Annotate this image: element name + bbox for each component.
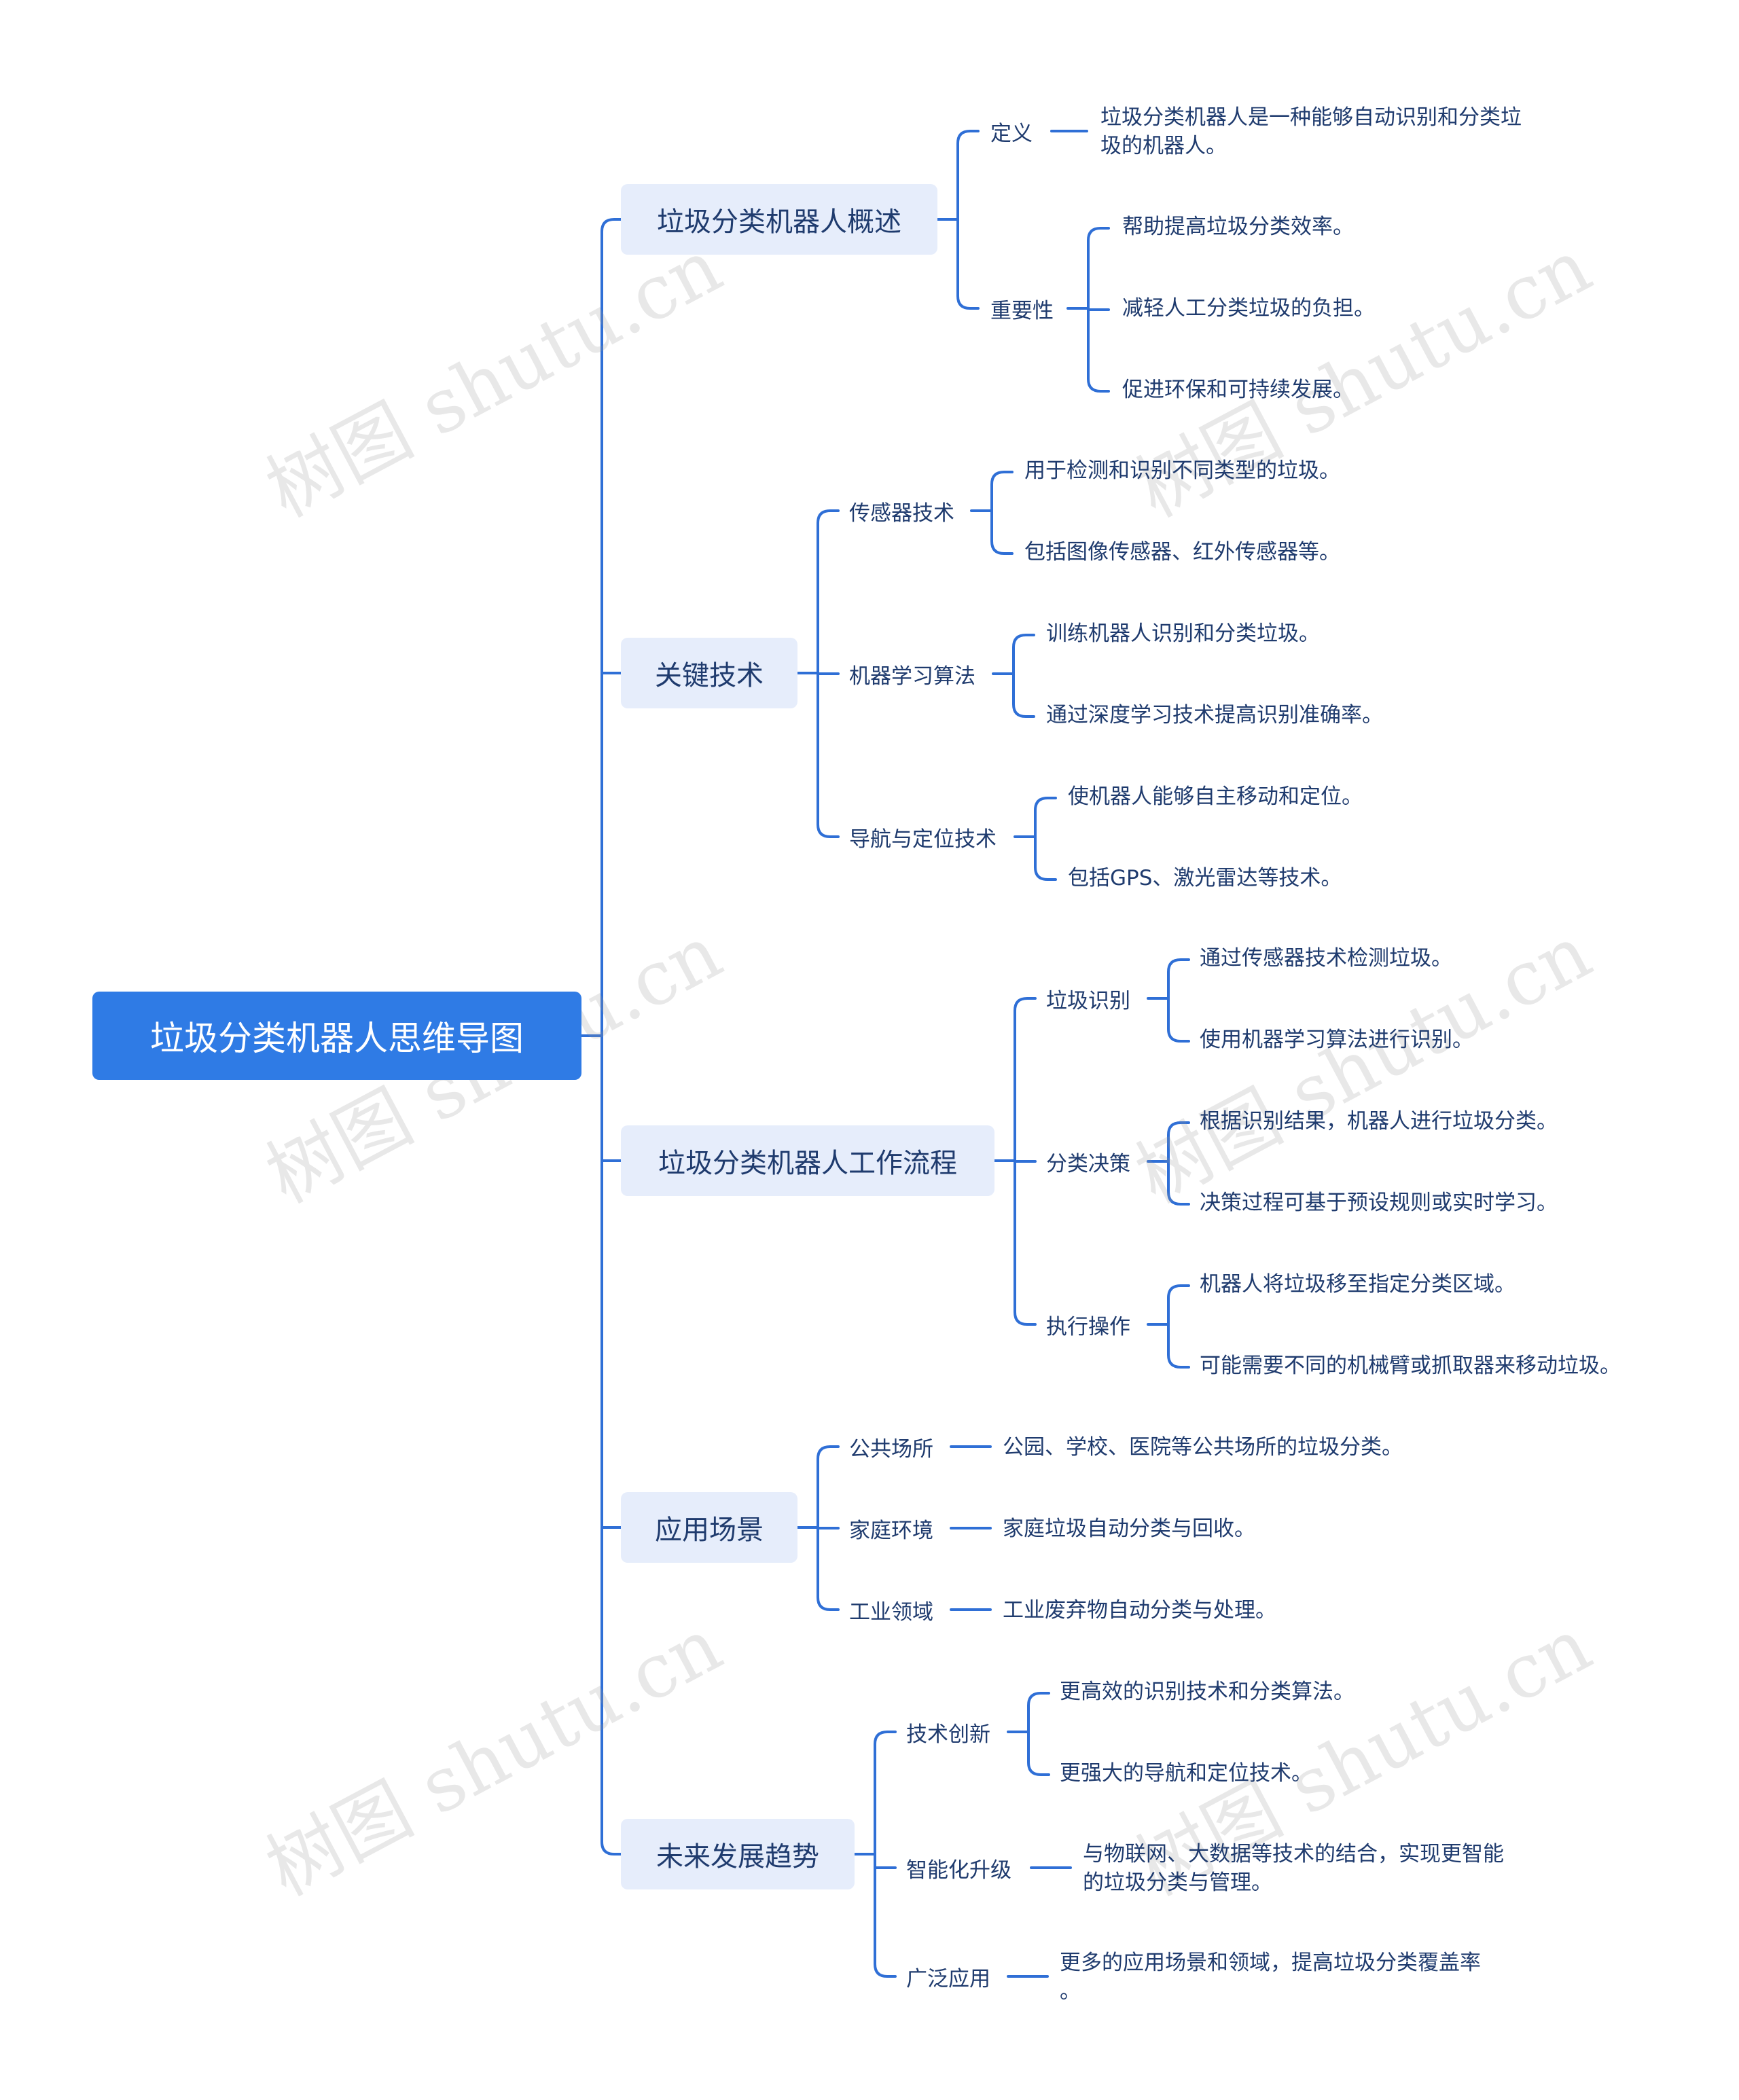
branch-node[interactable]: 应用场景: [621, 1492, 797, 1563]
leaf-text: 更多的应用场景和领域，提高垃圾分类覆盖率 。: [1060, 1951, 1481, 2004]
leaf-text: 用于检测和识别不同类型的垃圾。: [1024, 458, 1340, 483]
subtopic-node[interactable]: 定义: [990, 121, 1033, 146]
leaf-text: 决策过程可基于预设规则或实时学习。: [1200, 1191, 1558, 1215]
leaf-text: 帮助提高垃圾分类效率。: [1122, 215, 1354, 239]
leaf-connector: [1167, 958, 1190, 1043]
branch-connector: [956, 130, 980, 310]
branch-connector: [874, 1731, 897, 1978]
subtopic-node[interactable]: 垃圾识别: [1046, 988, 1130, 1013]
branch-node[interactable]: 垃圾分类机器人概述: [621, 184, 937, 255]
branch-node[interactable]: 关键技术: [621, 638, 797, 708]
subtopic-node[interactable]: 广泛应用: [906, 1966, 990, 1991]
leaf-text: 可能需要不同的机械臂或抓取器来移动垃圾。: [1200, 1354, 1621, 1378]
subtopic-node[interactable]: 分类决策: [1046, 1151, 1130, 1176]
leaf-text: 更强大的导航和定位技术。: [1060, 1761, 1312, 1786]
branch-node[interactable]: 未来发展趋势: [621, 1819, 855, 1889]
leaf-connector: [1027, 1692, 1050, 1776]
branch-node[interactable]: 垃圾分类机器人工作流程: [621, 1125, 994, 1196]
leaf-text: 根据识别结果，机器人进行垃圾分类。: [1200, 1109, 1558, 1134]
leaf-text: 工业废弃物自动分类与处理。: [1003, 1598, 1276, 1623]
leaf-text: 训练机器人识别和分类垃圾。: [1046, 621, 1320, 646]
leaf-text: 垃圾分类机器人是一种能够自动识别和分类垃 圾的机器人。: [1100, 105, 1522, 158]
subtopic-node[interactable]: 公共场所: [849, 1436, 933, 1462]
subtopic-node[interactable]: 智能化升级: [906, 1858, 1011, 1883]
leaf-connector: [990, 471, 1014, 555]
leaf-text: 机器人将垃圾移至指定分类区域。: [1200, 1272, 1516, 1297]
leaf-connector: [1012, 634, 1035, 718]
leaf-text: 与物联网、大数据等技术的结合，实现更智能 的垃圾分类与管理。: [1083, 1842, 1504, 1895]
subtopic-node[interactable]: 技术创新: [906, 1722, 990, 1747]
leaf-text: 包括GPS、激光雷达等技术。: [1068, 866, 1342, 890]
subtopic-node[interactable]: 重要性: [990, 298, 1054, 323]
leaf-text: 减轻人工分类垃圾的负担。: [1122, 296, 1375, 321]
subtopic-node[interactable]: 机器学习算法: [849, 664, 975, 689]
leaf-text: 使机器人能够自主移动和定位。: [1068, 784, 1363, 809]
subtopic-node[interactable]: 导航与定位技术: [849, 827, 997, 852]
leaf-text: 公园、学校、医院等公共场所的垃圾分类。: [1003, 1435, 1403, 1460]
subtopic-node[interactable]: 家庭环境: [849, 1518, 933, 1543]
leaf-connector: [1167, 1284, 1190, 1369]
subtopic-node[interactable]: 传感器技术: [849, 501, 954, 526]
leaf-text: 使用机器学习算法进行识别。: [1200, 1028, 1473, 1052]
leaf-text: 家庭垃圾自动分类与回收。: [1003, 1517, 1255, 1541]
subtopic-node[interactable]: 执行操作: [1046, 1314, 1130, 1339]
leaf-text: 促进环保和可持续发展。: [1122, 378, 1354, 402]
leaf-text: 通过深度学习技术提高识别准确率。: [1046, 703, 1383, 727]
root-connector: [600, 218, 622, 1855]
leaf-text: 通过传感器技术检测垃圾。: [1200, 946, 1452, 971]
leaf-connector: [1167, 1121, 1190, 1206]
leaf-text: 更高效的识别技术和分类算法。: [1060, 1680, 1355, 1704]
leaf-text: 包括图像传感器、红外传感器等。: [1024, 540, 1340, 564]
root-node[interactable]: 垃圾分类机器人思维导图: [92, 992, 581, 1080]
leaf-connector: [1034, 797, 1057, 881]
subtopic-node[interactable]: 工业领域: [849, 1599, 933, 1625]
